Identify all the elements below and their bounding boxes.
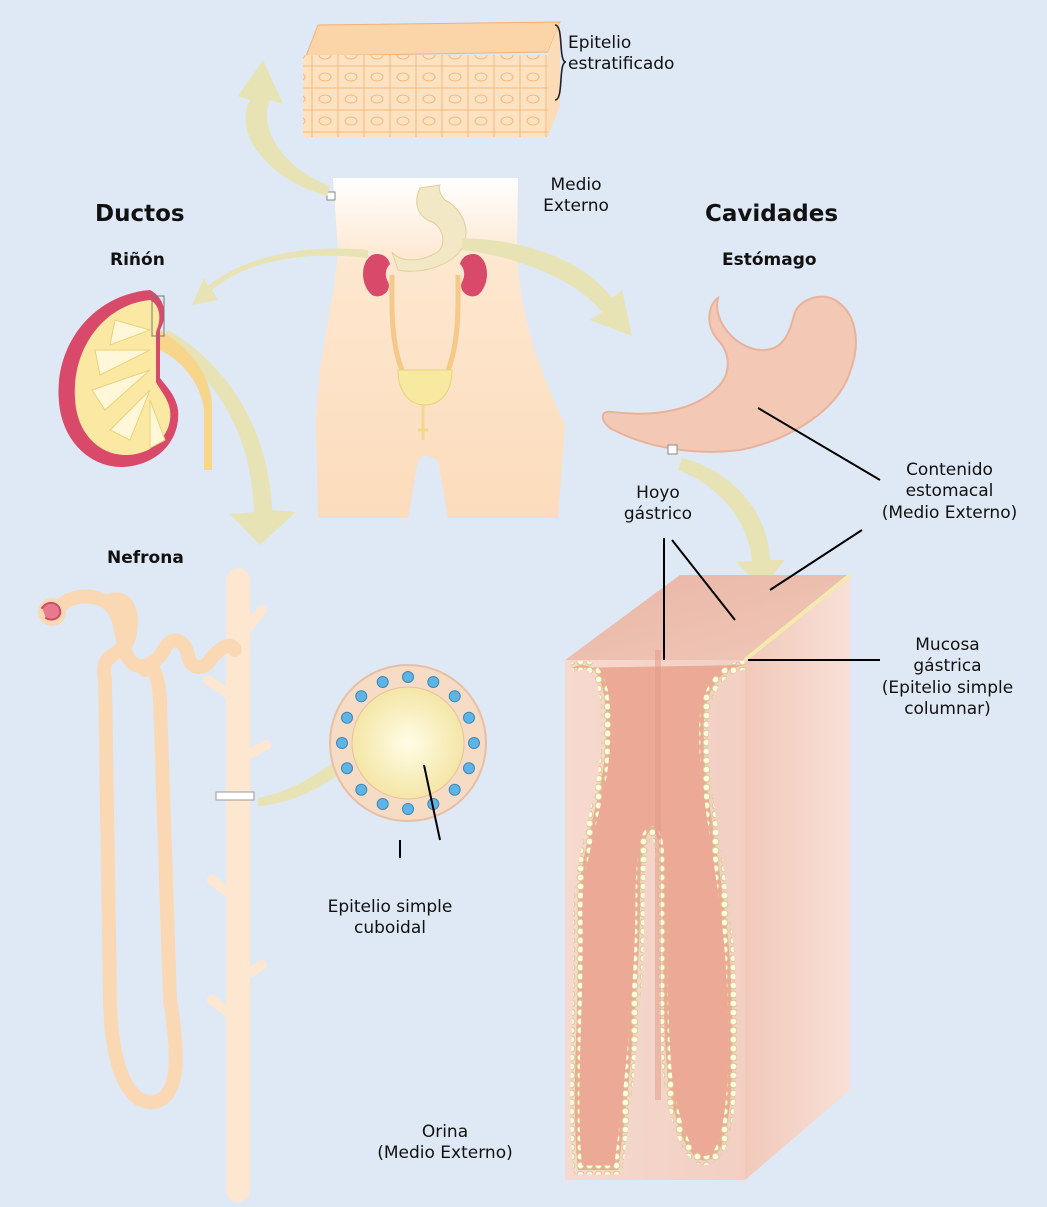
nucleus (342, 712, 353, 723)
nucleus (403, 804, 414, 815)
nephron (38, 580, 266, 1190)
label-hoyo-gastrico: Hoyo gástrico (608, 483, 708, 526)
label-mucosa-gastrica: Mucosa gástrica (Epitelio simple columna… (855, 635, 1040, 720)
nucleus (469, 738, 480, 749)
cuboidal-epithelium (330, 665, 486, 821)
kidney-cross-section (58, 290, 212, 470)
label-contenido-estomacal: Contenido estomacal (Medio Externo) (852, 460, 1047, 524)
nucleus (356, 784, 367, 795)
nucleus (449, 691, 460, 702)
heading-ductos: Ductos (95, 200, 185, 229)
label-orina: Orina (Medio Externo) (355, 1122, 535, 1165)
label-epitelio-simple-cuboidal: Epitelio simple cuboidal (300, 897, 480, 940)
heading-cavidades: Cavidades (705, 200, 838, 229)
nucleus (449, 784, 460, 795)
stomach (603, 297, 856, 454)
stratified-epithelium-block (303, 22, 566, 137)
nucleus (342, 763, 353, 774)
label-rinon: Riñón (110, 250, 165, 271)
label-nefrona: Nefrona (107, 548, 184, 569)
nucleus (377, 677, 388, 688)
gastric-mucosa-block (565, 575, 850, 1180)
nucleus (337, 738, 348, 749)
nucleus (403, 672, 414, 683)
label-medio-externo: Medio Externo (540, 175, 612, 218)
label-estomago: Estómago (722, 250, 817, 271)
nucleus (377, 799, 388, 810)
nucleus (464, 763, 475, 774)
nucleus (356, 691, 367, 702)
torso (316, 178, 565, 518)
nucleus (464, 712, 475, 723)
nucleus (428, 677, 439, 688)
label-epitelio-estratificado: Epitelio estratificado (568, 33, 674, 76)
